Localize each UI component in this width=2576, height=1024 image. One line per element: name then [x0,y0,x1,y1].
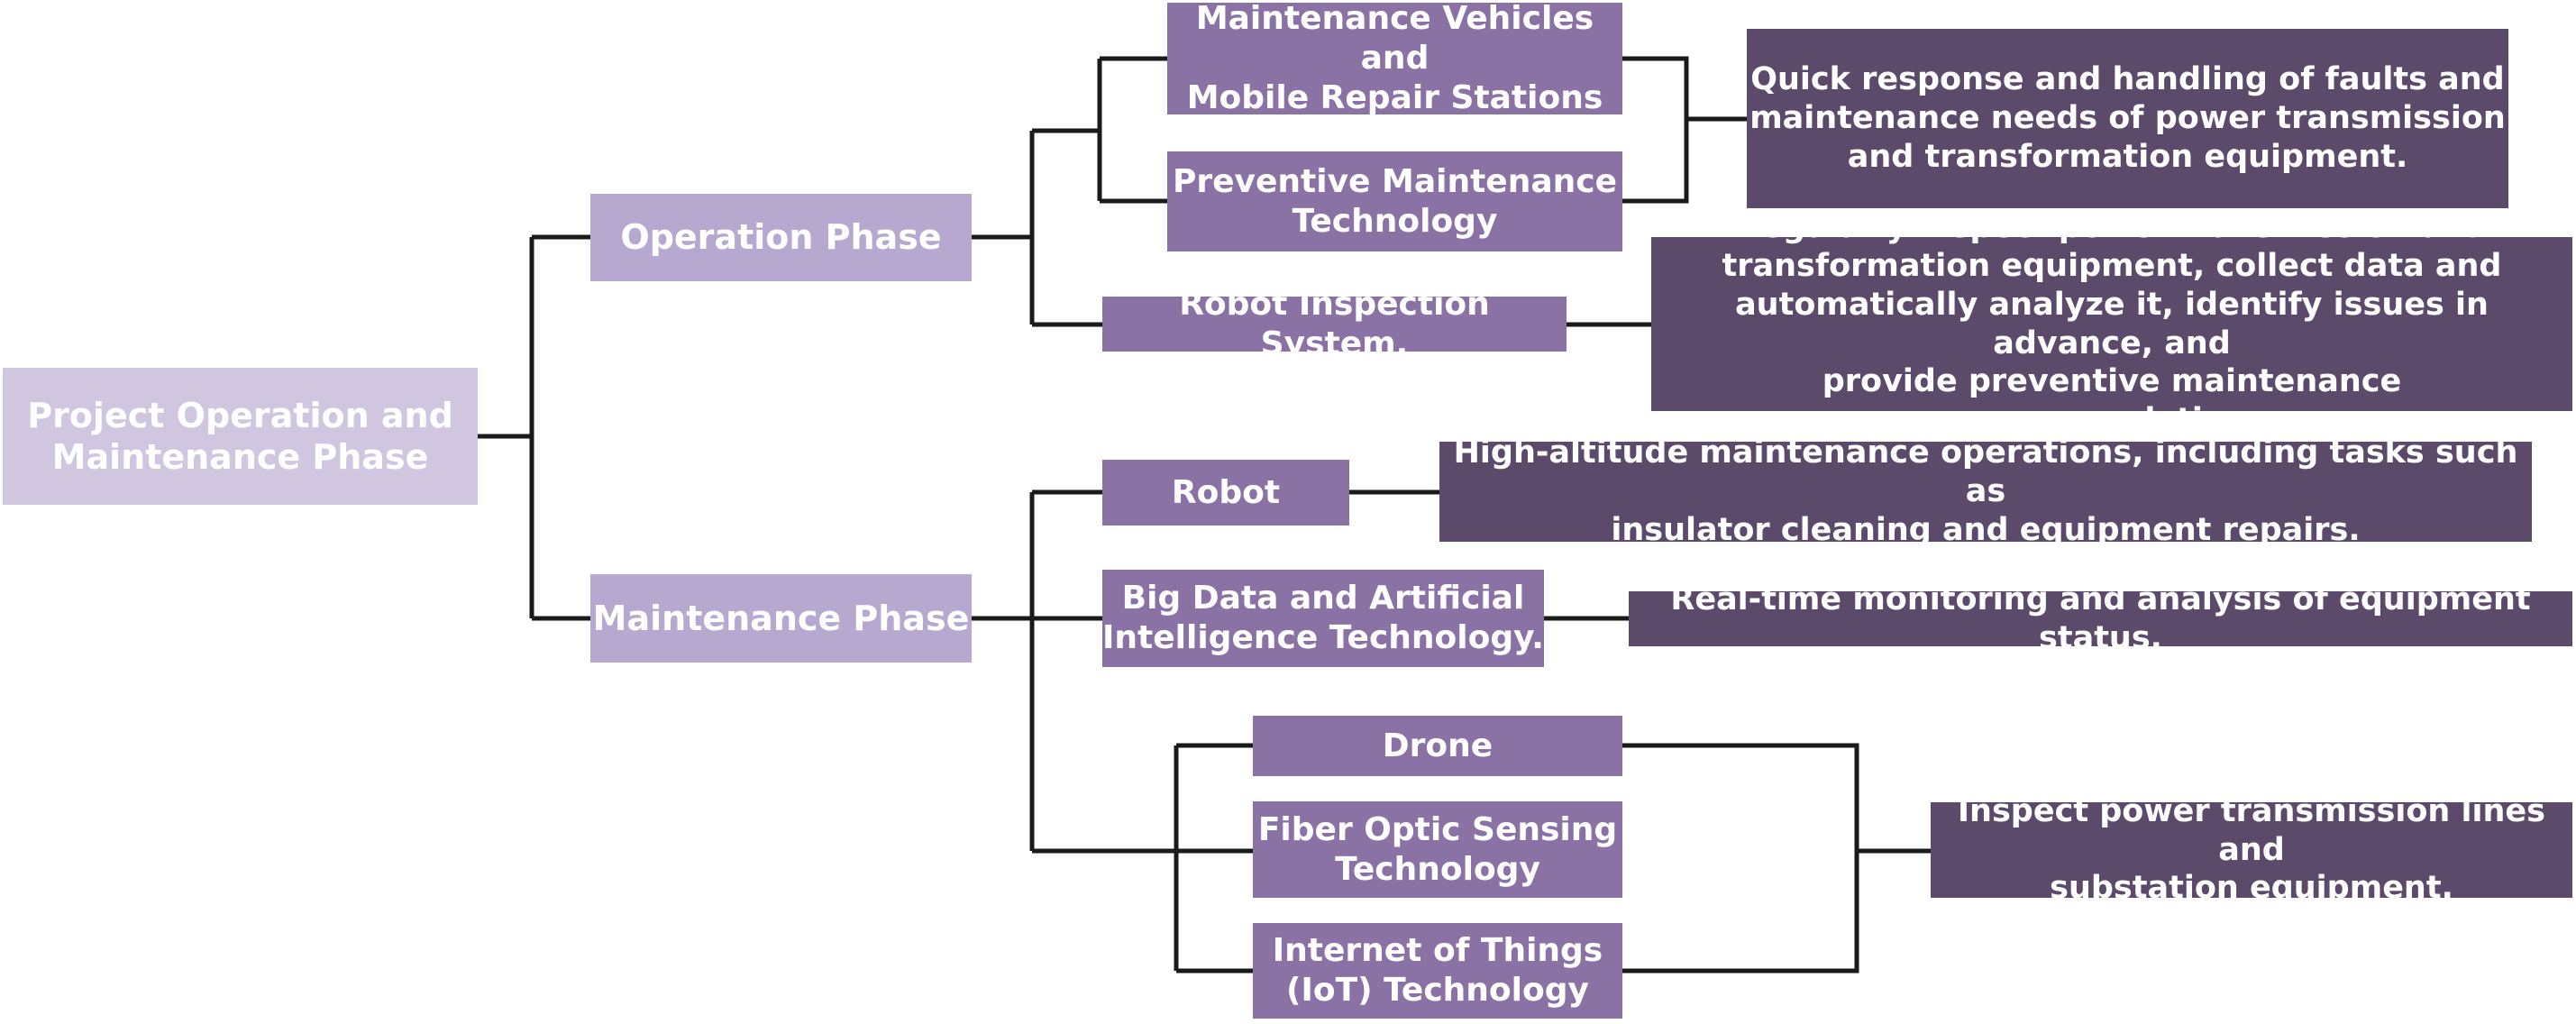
inspect-lines-description: Inspect power transmission lines and sub… [1931,793,2572,906]
realtime-monitoring-description: Real-time monitoring and analysis of equ… [1629,581,2572,656]
iot-node: Internet of Things (IoT) Technology [1253,923,1622,1019]
maintenance-vehicles-node: Maintenance Vehicles and Mobile Repair S… [1167,0,1622,116]
robot-inspection-node: Robot Inspection System. [1102,286,1567,362]
big-data-ai-node: Big Data and Artificial Intelligence Tec… [1102,570,1544,667]
drone-node: Drone [1253,716,1622,776]
high-altitude-description: High-altitude maintenance operations, in… [1439,434,2532,548]
robot-node: Robot [1102,460,1349,526]
quick-response-description: Quick response and handling of faults an… [1747,29,2508,208]
preventive-maintenance-node: Preventive Maintenance Technology [1167,151,1622,251]
operation-phase-node: Operation Phase [590,194,972,281]
maintenance-phase-node: Maintenance Phase [590,574,972,663]
fiber-optic-node: Fiber Optic Sensing Technology [1253,801,1622,898]
root-node: Project Operation and Maintenance Phase [3,368,478,505]
regular-inspection-description: Regularly inspect power transmission and… [1651,209,2572,438]
